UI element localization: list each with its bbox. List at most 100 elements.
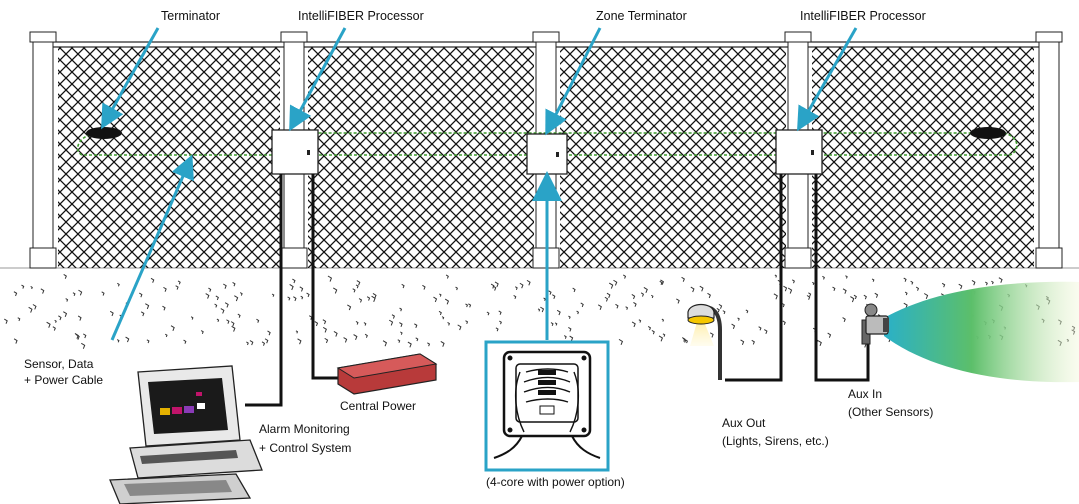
label-processor-right: IntelliFIBER Processor: [800, 9, 926, 23]
gravel-speck: [740, 339, 745, 345]
gravel-speck: [604, 296, 609, 302]
gravel-speck: [540, 306, 545, 313]
gravel-speck: [146, 339, 150, 344]
gravel-speck: [681, 337, 686, 342]
gravel-speck: [569, 335, 574, 342]
label-central-power: Central Power: [340, 399, 416, 413]
gravel-speck: [183, 339, 187, 344]
gravel-speck: [347, 304, 352, 311]
gravel-speck: [681, 276, 685, 282]
gravel-speck: [618, 338, 624, 346]
gravel-speck: [822, 275, 825, 280]
gravel-speck: [660, 279, 665, 285]
gravel-speck: [232, 281, 236, 287]
gravel-speck: [353, 334, 358, 340]
gravel-speck: [615, 303, 619, 309]
wiring: [245, 174, 870, 407]
gravel-speck: [327, 275, 333, 282]
gravel-speck: [300, 295, 304, 300]
gravel-speck: [718, 303, 723, 309]
label-sensor-cable-line1: Sensor, Data: [24, 357, 94, 371]
gravel-speck: [249, 340, 254, 346]
gravel-speck: [239, 292, 243, 296]
gravel-speck: [758, 326, 762, 331]
gravel-speck: [563, 335, 567, 339]
gravel-speck: [608, 282, 614, 289]
label-zone-terminator: Zone Terminator: [596, 9, 687, 23]
gravel-speck: [850, 296, 855, 303]
gravel-speck: [399, 322, 403, 328]
gravel-speck: [447, 322, 451, 326]
gravel-speck: [78, 289, 83, 296]
gravel-speck: [289, 284, 294, 291]
gravel-speck: [358, 298, 363, 303]
gravel-speck: [332, 287, 338, 294]
gravel-speck: [356, 280, 361, 286]
gravel-speck: [991, 280, 994, 285]
gravel-speck: [498, 310, 502, 315]
detector-beam: [884, 281, 1079, 383]
gravel-speck: [28, 306, 33, 313]
wire-to-central-power: [311, 174, 345, 380]
gravel-speck: [400, 331, 403, 335]
zone-terminator-box: [526, 133, 568, 175]
gravel-speck: [690, 286, 695, 293]
gravel-speck: [537, 308, 541, 312]
gravel-speck: [568, 326, 572, 332]
gravel-speck: [391, 314, 395, 319]
gravel-speck: [162, 305, 166, 311]
gravel-speck: [139, 292, 143, 298]
gravel-speck: [117, 282, 120, 287]
gravel-speck: [314, 321, 319, 327]
gravel-speck: [407, 341, 412, 348]
gravel-speck: [685, 339, 688, 344]
wire-to-alarm: [245, 174, 283, 407]
gravel-speck: [230, 321, 235, 327]
label-alarm-line2: + Control System: [259, 441, 351, 455]
gravel-speck: [707, 292, 711, 299]
gravel-speck: [731, 323, 736, 329]
gravel-speck: [397, 339, 401, 343]
central-power-unit: [336, 353, 438, 395]
terminator-left: [86, 127, 122, 139]
label-processor-left: IntelliFIBER Processor: [298, 9, 424, 23]
gravel-speck: [32, 304, 37, 310]
gravel-speck: [4, 318, 8, 324]
gravel-speck: [904, 291, 908, 296]
gravel-speck: [223, 283, 227, 289]
gravel-speck: [366, 296, 371, 301]
gravel-speck: [650, 294, 654, 299]
gravel-speck: [622, 274, 627, 279]
gravel-speck: [465, 320, 469, 325]
gravel-speck: [293, 296, 297, 302]
gravel-speck: [832, 286, 836, 291]
gravel-speck: [224, 302, 229, 308]
gravel-speck: [299, 286, 304, 292]
gravel-speck: [75, 333, 80, 340]
terminator-right: [970, 127, 1006, 139]
gravel-speck: [363, 322, 367, 326]
gravel-speck: [842, 317, 846, 322]
gravel-speck: [322, 319, 327, 325]
gravel-speck: [355, 284, 359, 289]
gravel-speck: [125, 336, 130, 343]
gravel-speck: [399, 307, 403, 312]
gravel-speck: [499, 320, 502, 325]
gravel-speck: [842, 288, 847, 294]
gravel-speck: [910, 280, 914, 285]
gravel-speck: [415, 337, 419, 342]
gravel-speck: [490, 283, 495, 289]
label-aux-in-line2: (Other Sensors): [848, 405, 933, 419]
gravel-speck: [439, 293, 442, 297]
gravel-speck: [215, 295, 219, 301]
gravel-speck: [526, 279, 531, 286]
gravel-speck: [782, 320, 786, 326]
gravel-speck: [170, 325, 175, 331]
gravel-speck: [355, 320, 359, 325]
gravel-speck: [722, 310, 726, 315]
gravel-speck: [427, 342, 431, 347]
gravel-speck: [371, 295, 376, 302]
gravel-speck: [631, 321, 636, 328]
sensor-cable: [76, 132, 1018, 156]
